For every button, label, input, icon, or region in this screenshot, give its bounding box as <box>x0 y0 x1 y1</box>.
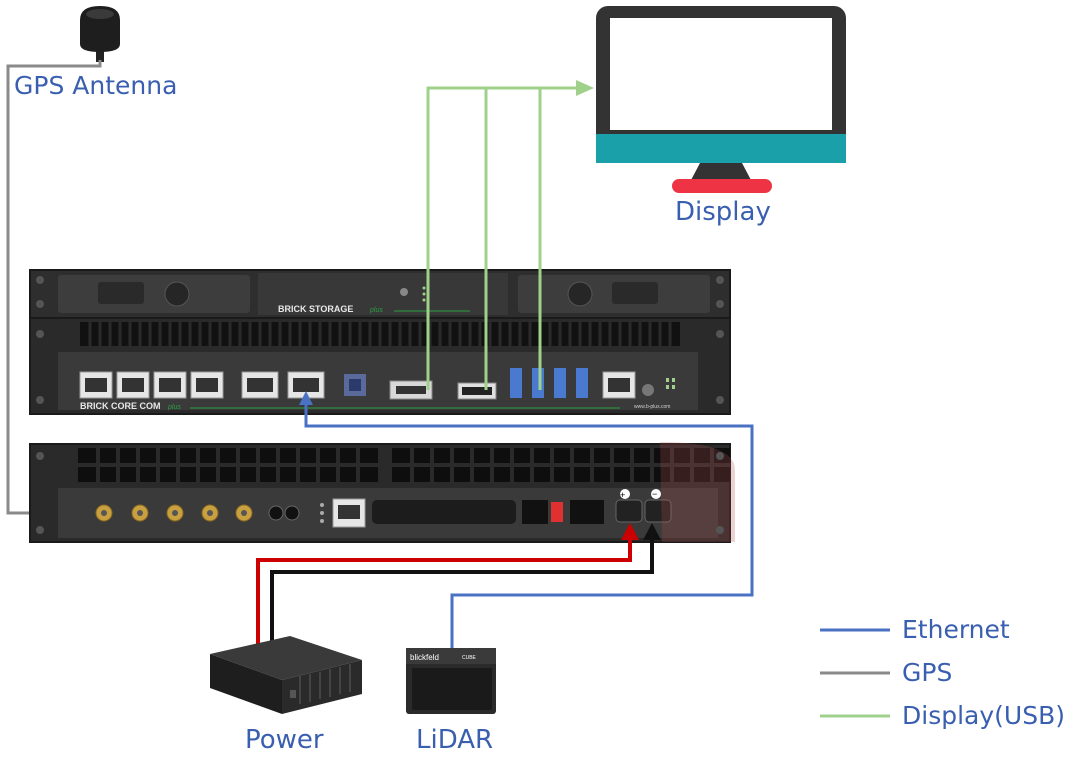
svg-text:+: + <box>620 490 625 500</box>
legend-item-ethernet: Ethernet <box>820 615 1010 644</box>
display-usb-cables <box>426 86 578 390</box>
monitor-icon <box>596 6 846 193</box>
power-supply-icon <box>210 636 362 714</box>
display-usb-arrow <box>576 80 594 96</box>
power-negative-arrow <box>643 523 661 540</box>
lidar-brand: blickfeld <box>410 653 439 662</box>
storage-brand: BRICK STORAGE <box>278 304 353 314</box>
ethernet-cable <box>304 403 754 648</box>
power-label: Power <box>245 725 324 755</box>
lidar-model: CUBE <box>462 655 477 661</box>
lidar-label: LiDAR <box>416 725 493 755</box>
legend-label-display-usb: Display(USB) <box>902 701 1065 730</box>
brick-core-com-unit: BRICK CORE COM plus www.b-plus.com <box>29 317 731 415</box>
core-brand: BRICK CORE COM <box>80 401 161 411</box>
core-website: www.b-plus.com <box>634 404 670 410</box>
gps-antenna-label: GPS Antenna <box>14 71 177 100</box>
svg-text:−: − <box>652 489 657 499</box>
power-positive-cable <box>256 540 632 645</box>
legend-item-display-usb: Display(USB) <box>820 701 1065 730</box>
power-negative-cable <box>270 540 654 645</box>
gps-antenna-icon <box>80 6 120 62</box>
legend-label-ethernet: Ethernet <box>902 615 1010 644</box>
legend-label-gps: GPS <box>902 658 952 687</box>
lower-io-unit: + − <box>29 442 735 543</box>
ethernet-arrow <box>299 391 313 405</box>
legend-item-gps: GPS <box>820 658 952 687</box>
power-positive-arrow <box>621 523 639 540</box>
legend: Ethernet GPS Display(USB) <box>820 615 1065 730</box>
core-plus: plus <box>167 404 181 411</box>
brick-storage-unit: BRICK STORAGE plus <box>29 269 731 319</box>
storage-plus: plus <box>369 307 383 314</box>
lidar-sensor-icon: blickfeld CUBE <box>406 648 496 714</box>
display-label: Display <box>675 197 771 227</box>
